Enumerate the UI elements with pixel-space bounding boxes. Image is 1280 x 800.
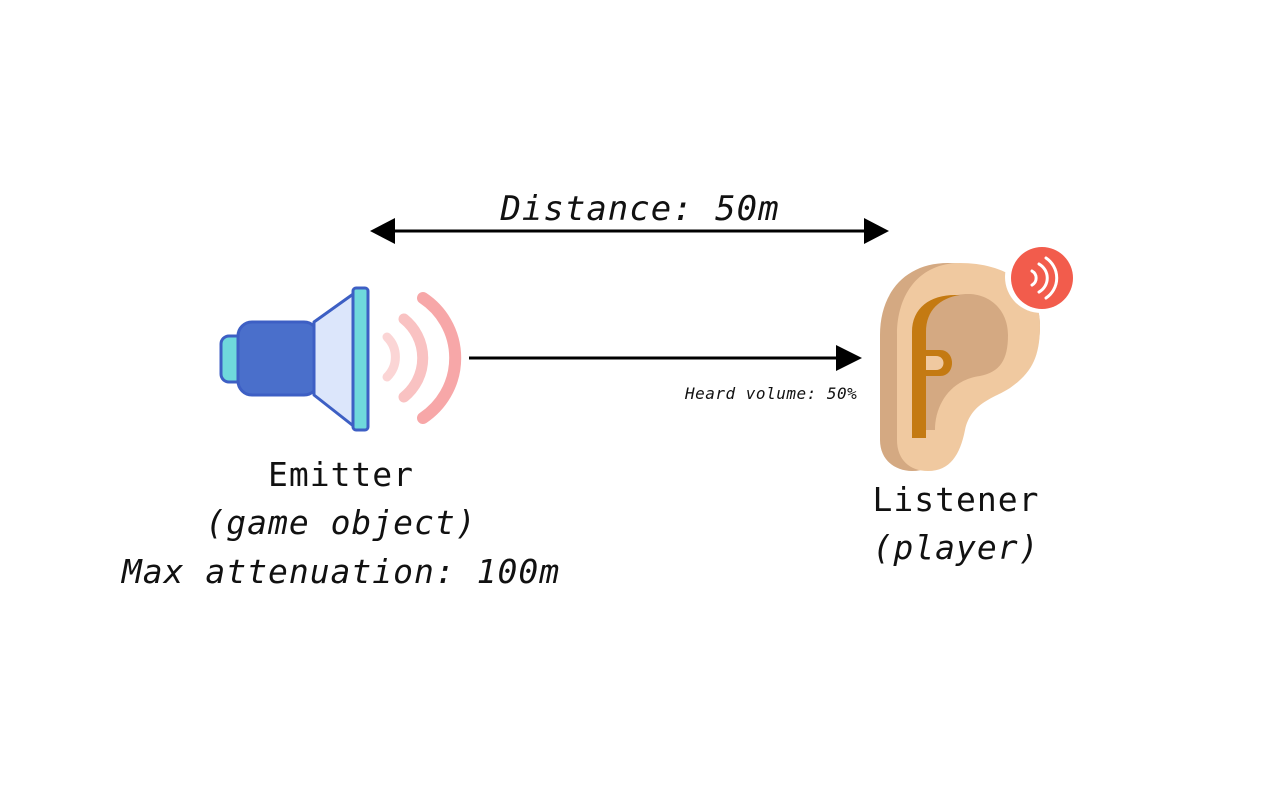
emitter-role: (game object) [205, 503, 477, 542]
listener-role: (player) [872, 528, 1040, 567]
sound-badge-icon [1005, 241, 1077, 313]
listener-name: Listener [872, 480, 1040, 519]
heard-volume-label: Heard volume: 50% [685, 384, 858, 403]
emitter-attenuation: Max attenuation: 100m [121, 552, 561, 591]
emitter-name: Emitter [267, 455, 415, 494]
sound-waves-icon [382, 292, 462, 424]
signal-arrow [469, 345, 862, 371]
ear-icon [880, 263, 1040, 471]
speaker-icon [219, 286, 370, 432]
distance-label: Distance: 50m [500, 189, 780, 229]
distance-arrow [370, 218, 889, 244]
